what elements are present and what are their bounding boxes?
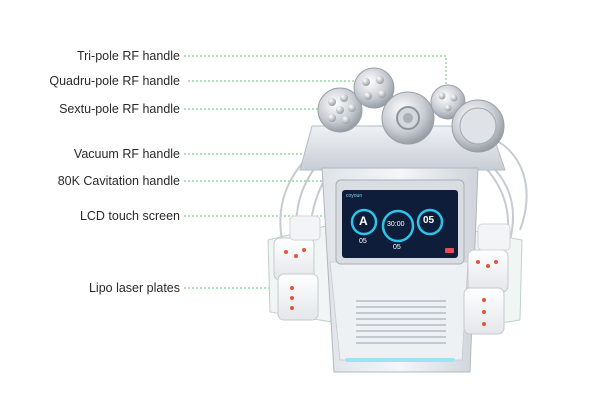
tri-pole-rf-handle bbox=[430, 84, 466, 120]
callout-quadru-pole-rf: Quadru-pole RF handle bbox=[49, 74, 180, 88]
callout-tri-pole-rf: Tri-pole RF handle bbox=[76, 49, 180, 63]
callout-lipo-laser: Lipo laser plates bbox=[88, 281, 180, 295]
callout-lcd-screen: LCD touch screen bbox=[79, 209, 180, 223]
callout-vacuum-rf: Vacuum RF handle bbox=[73, 147, 180, 161]
sextu-pole-rf-handle bbox=[317, 87, 363, 133]
right-dial bbox=[416, 208, 444, 236]
cavitation-handle bbox=[451, 99, 505, 153]
right-dial-value: 05 bbox=[423, 215, 435, 226]
callout-cavitation: 80K Cavitation handle bbox=[57, 174, 180, 188]
base-light-strip bbox=[345, 358, 455, 362]
center-dial bbox=[381, 209, 415, 243]
screen-brand: coyoun bbox=[346, 193, 363, 199]
left-laser-plates bbox=[273, 215, 321, 321]
left-readout: 05 bbox=[359, 238, 367, 245]
center-dial-value: 30:00 bbox=[387, 221, 405, 228]
quadru-pole-rf-handle bbox=[353, 67, 395, 109]
callout-sextu-pole-rf: Sextu-pole RF handle bbox=[59, 102, 180, 116]
right-laser-plates bbox=[463, 223, 511, 335]
stop-button[interactable] bbox=[445, 248, 454, 253]
left-dial-value: A bbox=[359, 214, 368, 228]
left-dial bbox=[350, 208, 378, 236]
vent-grille bbox=[356, 300, 446, 344]
lcd-screen[interactable] bbox=[335, 179, 465, 265]
center-readout: 05 bbox=[393, 244, 401, 251]
vacuum-rf-handle bbox=[381, 91, 435, 145]
